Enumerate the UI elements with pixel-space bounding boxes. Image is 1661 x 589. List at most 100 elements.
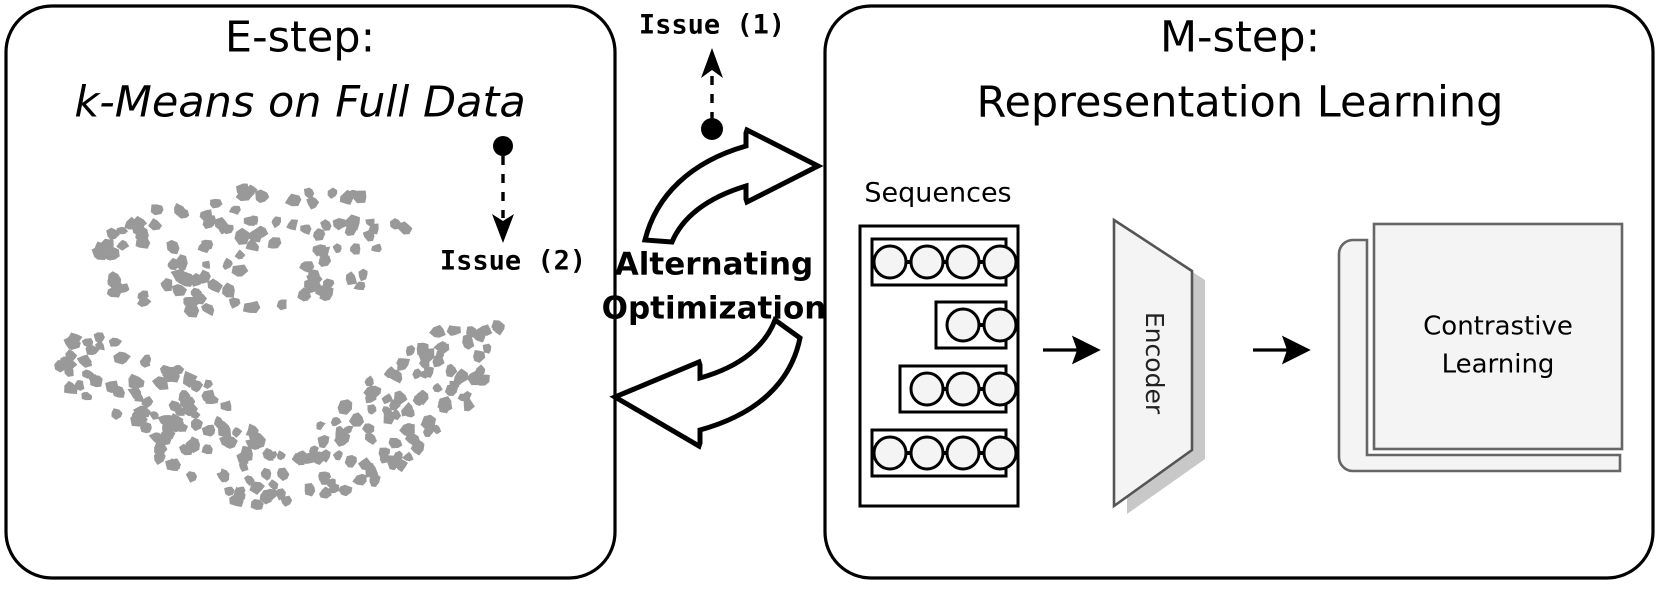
cluster-point [153,451,166,465]
cluster-right [291,320,505,499]
cluster-scatter-plot [54,183,505,511]
cluster-point [260,467,272,481]
cluster-point [249,481,265,495]
cluster-point [102,245,120,261]
cluster-point [250,498,264,511]
cluster-point [284,193,302,207]
cluster-point [222,282,235,298]
cluster-point [473,349,486,363]
cluster-point [220,400,232,412]
cluster-point [332,218,348,231]
cluster-point [320,219,332,231]
cluster-point [412,368,422,380]
cluster-point [388,437,403,449]
encoder-block: Encoder [1112,217,1205,514]
cluster-point [400,422,415,437]
cluster-point [348,412,365,427]
cluster-point [189,436,198,446]
cluster-point [65,349,78,362]
cluster-point [87,374,99,386]
cluster-point [76,354,93,368]
cluster-point [105,380,119,393]
issue-1-anchor-dot [701,118,723,140]
cluster-point [185,471,198,483]
issue-2-label: Issue (2) [440,246,586,277]
cluster-point [334,431,351,447]
cluster-point [150,204,164,216]
cluster-point [232,427,243,438]
cluster-point [369,473,381,488]
cycle-arrow-top [641,126,824,245]
issue-2-arrowhead [492,214,514,243]
cluster-point [85,343,100,356]
cluster-point [64,380,78,395]
cluster-left [54,332,293,511]
cluster-point [201,302,212,314]
cluster-point [437,343,450,354]
cluster-point [132,405,151,418]
cluster-point [229,495,244,508]
cluster-point [224,486,235,497]
cluster-point [353,281,366,291]
cluster-point [201,389,215,404]
cluster-point [268,479,279,491]
issue-1-label: Issue (1) [639,10,785,41]
cluster-point [202,260,210,269]
cluster-point [116,226,129,235]
cluster-point [63,336,78,350]
e-step-title-line1: E-step: [225,13,375,63]
cluster-point [128,373,145,390]
cluster-point [255,189,270,204]
cluster-point [169,413,184,425]
cluster-point [319,486,332,499]
cluster-point [306,272,323,289]
cluster-point [362,423,375,435]
cluster-top [91,183,413,318]
cluster-point [492,321,505,336]
cluster-point [113,351,131,365]
cluster-point [178,390,191,403]
cluster-point [358,268,368,282]
cluster-point [203,379,213,390]
cluster-point [378,447,390,460]
cluster-point [245,238,260,252]
cluster-point [93,332,105,344]
cluster-point [411,439,424,451]
contrastive-page [1372,222,1624,451]
cluster-point [190,272,203,287]
cluster-point [108,337,123,347]
cluster-point [107,278,121,289]
cluster-point [207,278,223,294]
cluster-point [201,424,216,437]
issue-2-anchor-dot [493,136,513,156]
cluster-point [388,369,403,384]
cluster-point [364,375,374,387]
cluster-point [190,417,204,432]
alternating-optimization-cycle: Issue (1) Alternating Optimization [602,10,826,450]
cluster-point [476,374,490,386]
cluster-point [64,363,74,377]
cluster-point [242,300,261,314]
cluster-point [280,495,293,507]
cluster-point [365,462,379,478]
m-step-title-line1: M-step: [1160,13,1320,63]
issue-2-annotation: Issue (2) [440,136,586,277]
cluster-point [243,475,255,486]
cluster-point [437,396,452,414]
cluster-point [420,414,437,429]
cluster-point [444,384,458,397]
cluster-point [432,354,445,368]
cluster-point [392,450,403,463]
cluster-point [304,483,316,497]
cluster-point [236,452,249,467]
cluster-point [234,227,250,245]
sequence-row [898,364,1018,414]
cluster-point [218,224,230,235]
encoder-label: Encoder [1140,312,1169,415]
cluster-point [345,271,357,286]
cluster-point [453,376,464,385]
cluster-point [332,243,342,254]
cluster-point [277,467,290,482]
sequence-row [870,428,1018,478]
cluster-point [332,450,343,461]
